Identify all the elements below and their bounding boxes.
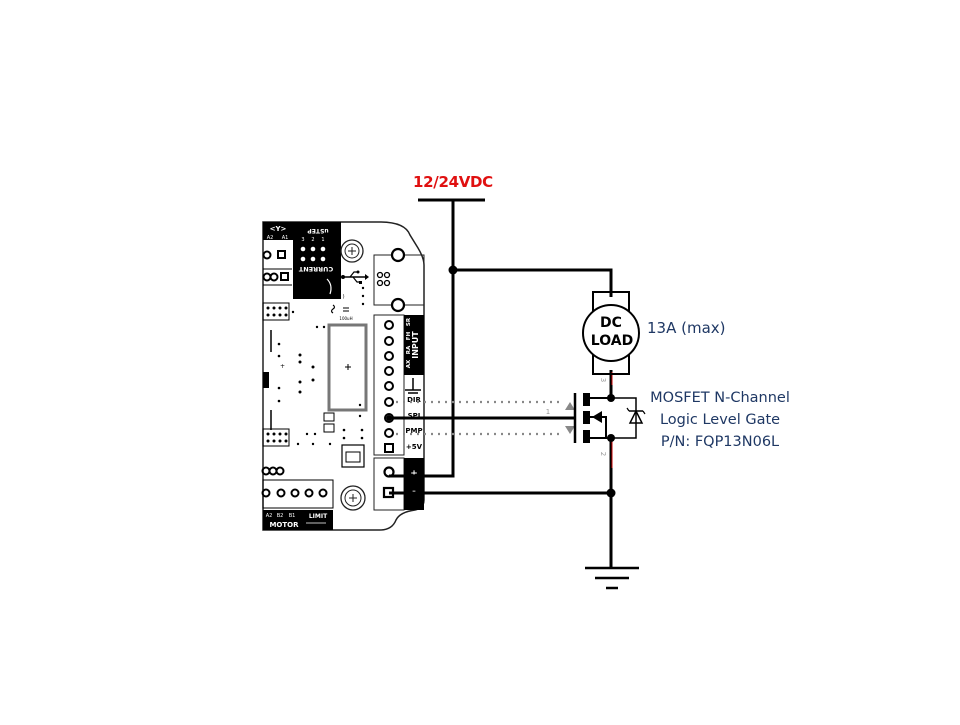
pin-source-number: 2 bbox=[599, 452, 607, 456]
ustep-label: uSTEP bbox=[307, 227, 329, 234]
small-connector bbox=[323, 412, 365, 468]
driver-chip bbox=[327, 323, 368, 412]
motor-pin: B1 bbox=[289, 513, 296, 519]
io-label-spi: SPI bbox=[408, 412, 421, 420]
guide-arrows bbox=[565, 402, 575, 434]
io-label-dir: DIR bbox=[407, 396, 421, 404]
mounting-hole-top bbox=[340, 239, 364, 263]
svg-text:+: + bbox=[280, 363, 285, 370]
io-label-5v: +5V bbox=[406, 443, 423, 451]
svg-text:( + ): ( + ) bbox=[333, 294, 344, 300]
current-ustep-block: uSTEP 3 2 1 CURRENT bbox=[293, 222, 341, 299]
io-label-pmp: PMP bbox=[405, 427, 422, 435]
mounting-hole-bottom bbox=[340, 485, 366, 511]
pin-header-left bbox=[262, 302, 290, 447]
junction-dot bbox=[386, 415, 392, 421]
ustep-pin: 3 bbox=[301, 237, 304, 243]
power-plus-label: + bbox=[410, 469, 418, 479]
board-components: ( + ) 100uH + bbox=[263, 286, 365, 446]
mosfet-description: MOSFET N-Channel Logic Level Gate P/N: F… bbox=[640, 387, 800, 453]
dc-load-symbol: DC LOAD bbox=[582, 291, 640, 375]
supply-voltage-label: 12/24VDC bbox=[413, 173, 493, 191]
input-terminal-block: INPUT SR FH RA AX bbox=[373, 314, 424, 456]
wiring bbox=[389, 198, 613, 568]
mosfet-type: MOSFET N-Channel bbox=[650, 390, 790, 406]
motor-label: MOTOR bbox=[269, 521, 299, 529]
pin-drain-number: 3 bbox=[599, 378, 607, 382]
input-pin-label: SR bbox=[406, 317, 412, 326]
controller-board: <Y> A2 A1 uSTEP 3 2 1 bbox=[261, 221, 425, 531]
load-current-rating: 13A (max) bbox=[647, 319, 726, 337]
left-terminals bbox=[262, 250, 292, 286]
ustep-pin: 2 bbox=[311, 237, 314, 243]
mosfet-gate-type: Logic Level Gate bbox=[659, 412, 781, 428]
board-outline bbox=[262, 221, 425, 531]
input-pin-label: RA bbox=[406, 345, 412, 354]
load-label-line1: DC bbox=[600, 315, 622, 331]
ustep-pin: 1 bbox=[321, 237, 324, 243]
input-header-label: INPUT bbox=[411, 331, 420, 359]
input-pin-label: AX bbox=[406, 359, 412, 368]
motor-terminals: A2 B2 B1 MOTOR LIMIT bbox=[261, 466, 334, 530]
input-pin-label: FH bbox=[406, 331, 412, 340]
cap-label: 100uH bbox=[339, 316, 352, 321]
limit-label: LIMIT bbox=[309, 513, 328, 520]
axis-pin: A1 bbox=[282, 235, 289, 241]
usb-icon bbox=[341, 270, 369, 284]
junction-dot bbox=[606, 488, 616, 498]
power-terminal-block: + - bbox=[373, 457, 424, 511]
junction-dot bbox=[448, 265, 458, 275]
mosfet-part-number: P/N: FQP13N06L bbox=[660, 434, 780, 450]
axis-header: <Y> A2 A1 bbox=[263, 222, 293, 241]
current-label: CURRENT bbox=[298, 265, 333, 273]
axis-pin: A2 bbox=[267, 235, 274, 241]
load-label-line2: LOAD bbox=[591, 333, 633, 349]
ground-icon bbox=[585, 566, 639, 590]
mosfet-symbol: 3 2 1 bbox=[546, 378, 646, 456]
usb-connector bbox=[373, 247, 425, 313]
load-supply-wire bbox=[453, 268, 613, 297]
motor-pin: B2 bbox=[277, 513, 284, 519]
axis-label: <Y> bbox=[270, 225, 287, 233]
supply-wire bbox=[389, 200, 455, 478]
motor-pin: A2 bbox=[266, 513, 273, 519]
board-ground-icon bbox=[405, 378, 421, 394]
pin-gate-number: 1 bbox=[546, 408, 550, 416]
pin-header-dots bbox=[266, 306, 295, 443]
